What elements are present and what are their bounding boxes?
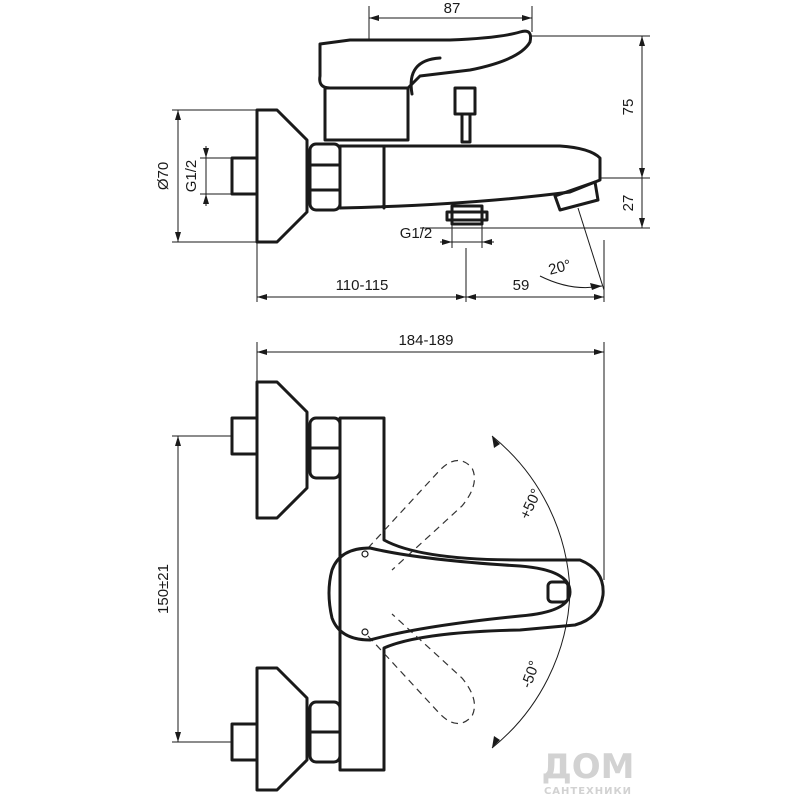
dim-110-115-label: 110-115: [336, 277, 389, 294]
diverter-knob: [453, 86, 477, 116]
dim-75-label: 75: [620, 99, 637, 116]
handle-screw: [361, 550, 369, 558]
dim-angle-20-label: 20°: [547, 257, 573, 279]
lever-handle: [318, 29, 532, 90]
wall-flange: [255, 108, 309, 244]
dim-59-label: 59: [513, 277, 530, 294]
mixer-body-plan: [338, 416, 605, 772]
dim-184-189-label: 184-189: [398, 332, 453, 349]
dim-87-label: 87: [444, 0, 461, 17]
rotation-arc-minus: [491, 591, 571, 749]
dim-150-21-label: 150±21: [155, 564, 172, 614]
mixer-body-spout: [338, 144, 602, 210]
handle-position-plus50: [367, 459, 475, 571]
spout-tip: [553, 180, 600, 212]
cartridge-housing: [323, 86, 410, 142]
watermark-sub: САНТЕХНИКИ: [544, 786, 632, 797]
lower-connector: [230, 722, 259, 762]
hex-nut: [308, 142, 342, 212]
watermark-brand: ДОМ: [541, 747, 634, 787]
wall-connector: [230, 156, 259, 196]
rotation-arc-plus: [491, 435, 571, 593]
dim-g12-shower-label: G1/2: [400, 225, 433, 242]
upper-connector: [230, 416, 259, 456]
watermark-logo: ДОМ САНТЕХНИКИ: [541, 747, 634, 797]
upper-flange: [255, 380, 309, 520]
handle-tip: [546, 580, 570, 604]
handle-position-minus50: [367, 613, 475, 725]
lower-flange: [255, 666, 309, 792]
lever-handle-plan: [327, 546, 572, 642]
shower-outlet: [450, 204, 484, 226]
dim-plus50-label: +50°: [517, 486, 546, 522]
dim-27-label: 27: [620, 195, 637, 212]
dim-minus50-label: -50°: [518, 659, 543, 691]
plan-view: +50° -50° 184-189 150±21: [155, 332, 605, 792]
dim-g12-wall-label: G1/2: [183, 160, 200, 193]
side-elevation-view: 87 75 27 Ø70 G1/2 G1/2: [155, 0, 650, 302]
dim-dia70-label: Ø70: [155, 162, 172, 190]
